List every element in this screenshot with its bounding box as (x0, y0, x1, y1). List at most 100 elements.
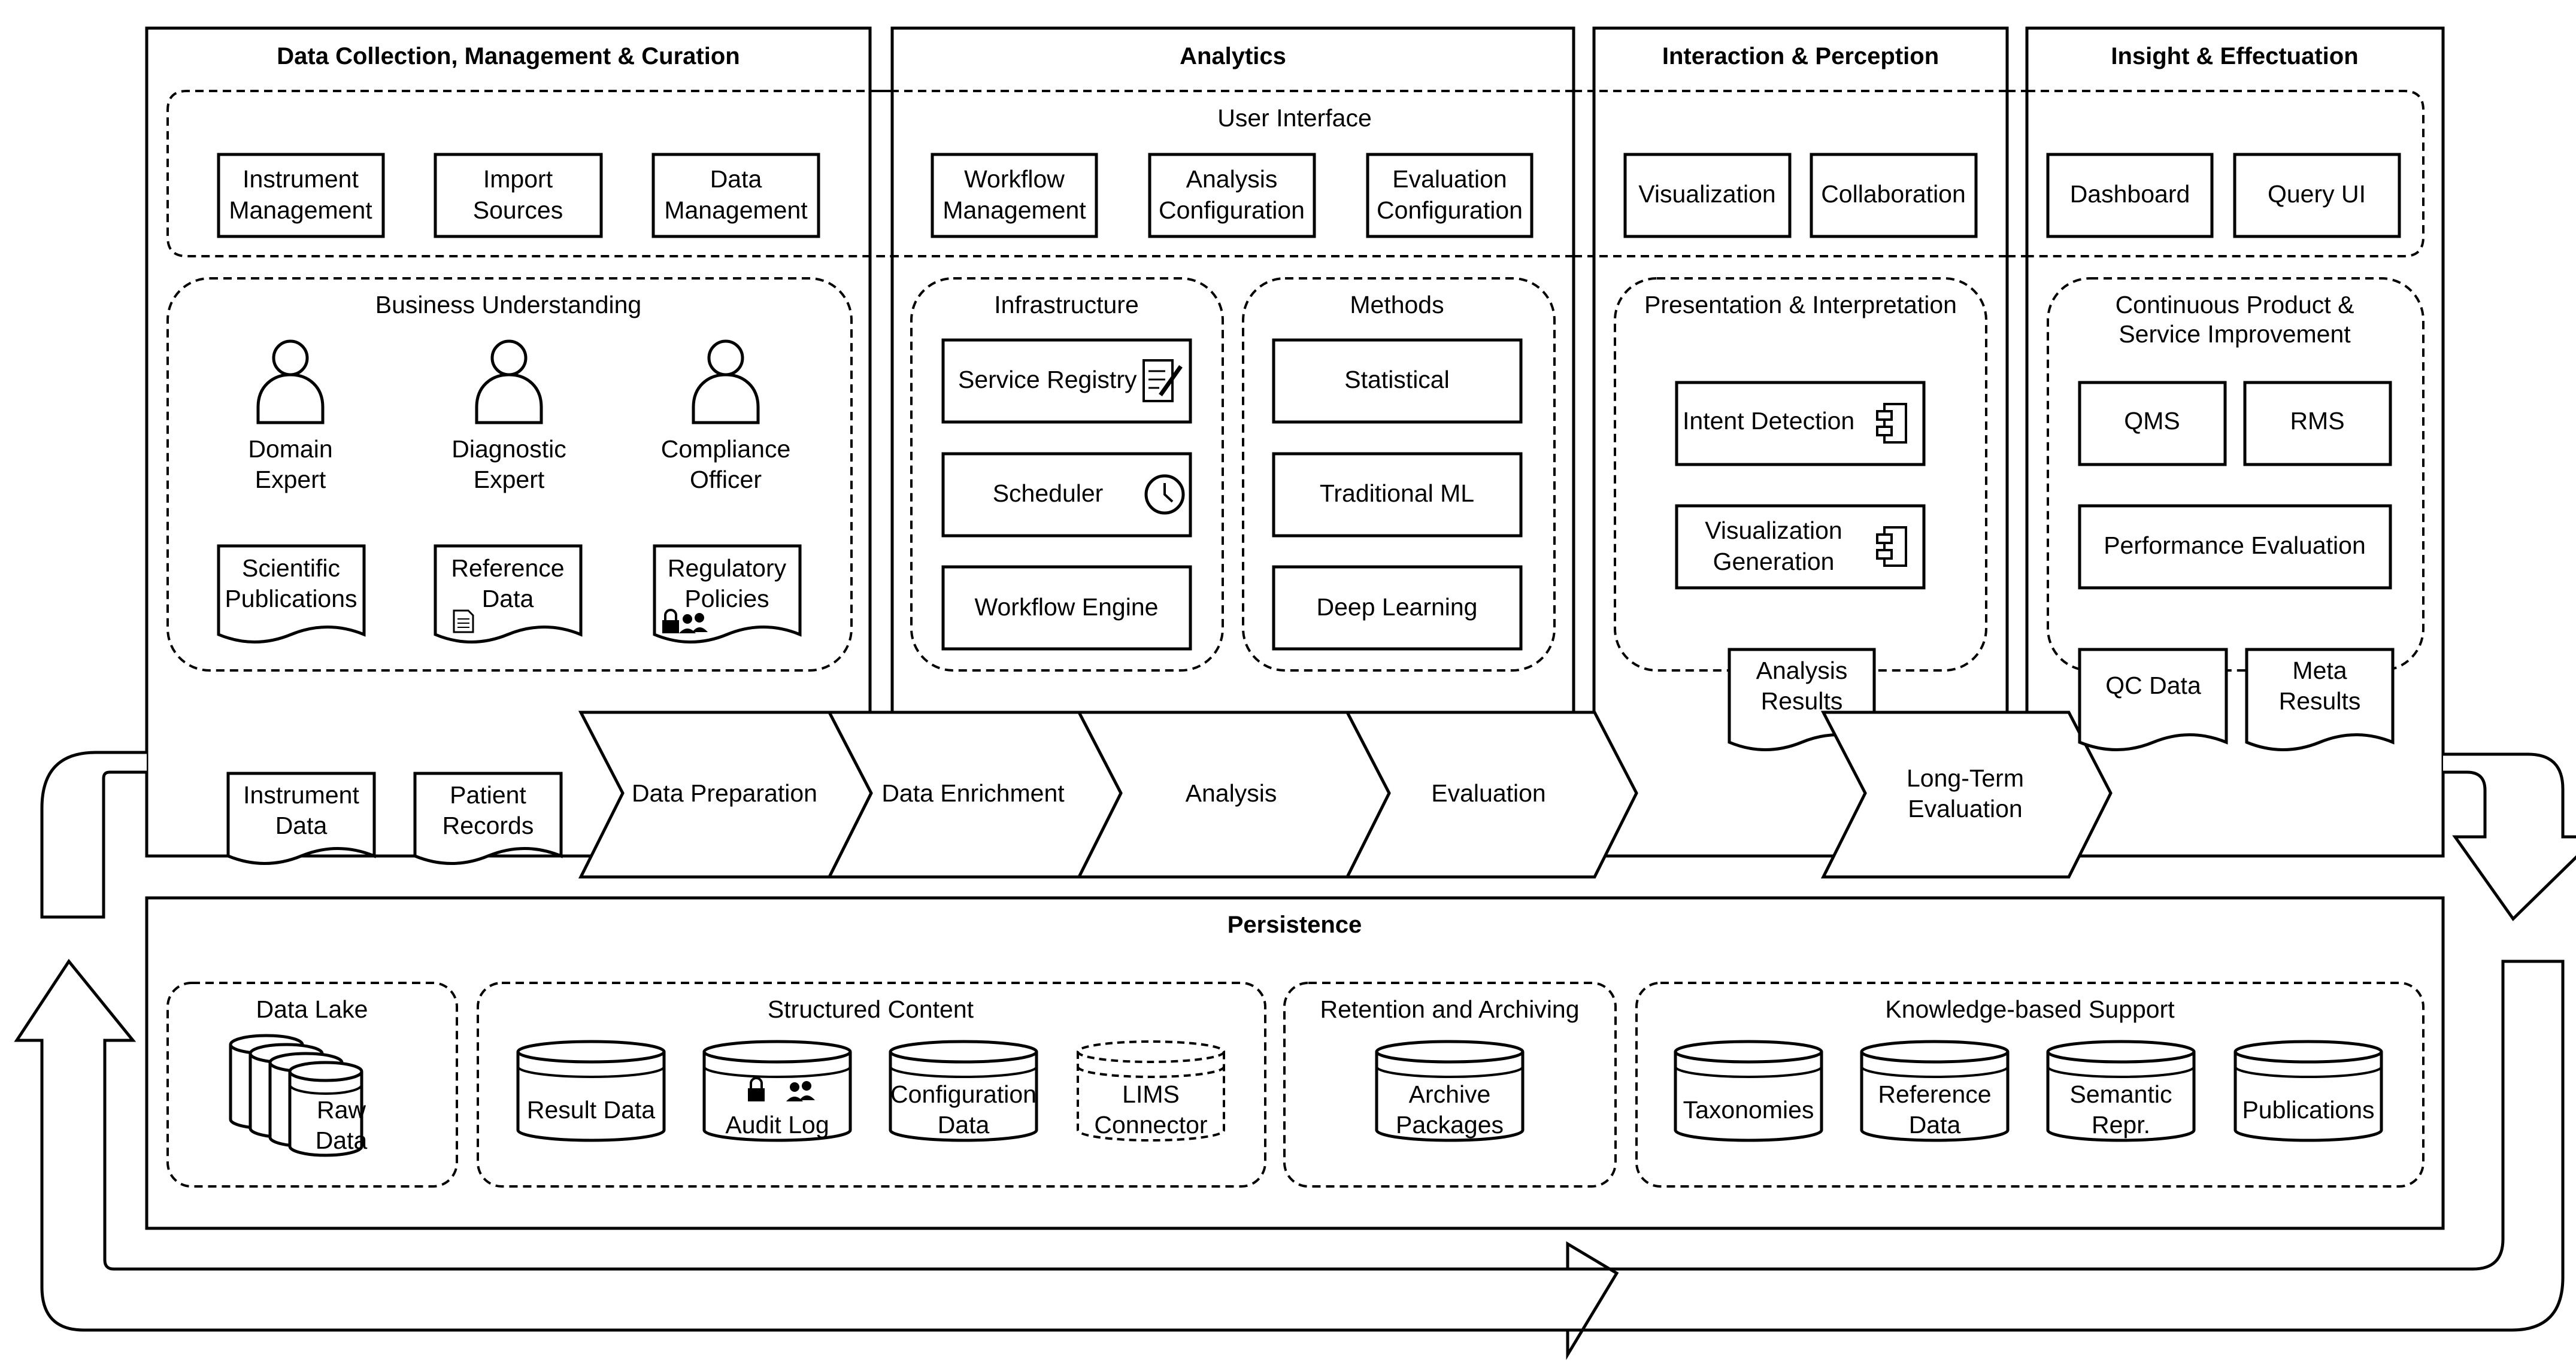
continuous-improvement-group (2047, 277, 2425, 672)
query-ui-label: Query UI (2268, 180, 2366, 208)
domain-expert-person-icon (258, 341, 323, 423)
configuration-data-database (889, 1040, 1038, 1142)
visualization-generation-box (1675, 504, 1926, 590)
result-data-database (516, 1040, 666, 1142)
analysis-configuration-box (1148, 153, 1316, 238)
clock-icon (1144, 474, 1185, 515)
continuous-improvement-title: Continuous Product &Service Improvement (2116, 291, 2354, 348)
lims-connector-database (1077, 1040, 1225, 1142)
scheduler-label: Scheduler (993, 479, 1104, 507)
document-icon (453, 609, 474, 633)
dashboard-box (2046, 153, 2214, 238)
deep-learning-box (1272, 565, 1523, 651)
lane-interaction (1592, 26, 2009, 858)
retention-group (1283, 982, 1617, 1188)
registry-edit-icon (1142, 359, 1183, 402)
business-understanding-group (166, 277, 853, 672)
long-term-evaluation-step (1820, 711, 2113, 879)
visualization-label: Visualization (1638, 180, 1775, 208)
lane-persistence (145, 896, 2445, 1230)
qc-data-doc (2078, 648, 2228, 751)
taxonomies-label: Taxonomies (1683, 1096, 1814, 1124)
lane-data-collection (145, 26, 872, 858)
lane-title-data-collection: Data Collection, Management & Curation (277, 43, 740, 69)
meta-results-doc (2245, 648, 2395, 751)
evaluation-configuration-box (1366, 153, 1534, 238)
instrument-management-box (217, 153, 385, 238)
knowledge-title: Knowledge-based Support (1885, 995, 2175, 1023)
retention-title: Retention and Archiving (1320, 995, 1579, 1023)
data-lake-title: Data Lake (256, 995, 368, 1023)
data-management-box (651, 153, 820, 238)
raw-data-database-stack (229, 1034, 363, 1157)
knowledge-group (1635, 982, 2425, 1188)
traditional-ml-label: Traditional ML (1320, 479, 1474, 507)
lane-title-insight: Insight & Effectuation (2111, 43, 2358, 69)
lane-title-analytics: Analytics (1180, 43, 1286, 69)
publications-label: Publications (2242, 1096, 2374, 1124)
cycle-arrow-left-up (14, 958, 1568, 1332)
service-registry-box (941, 338, 1192, 424)
scientific-publications-doc (217, 544, 366, 643)
rms-box (2243, 381, 2392, 466)
statistical-box (1272, 338, 1523, 424)
service-registry-label: Service Registry (958, 366, 1137, 393)
import-sources-box (434, 153, 603, 238)
traditional-ml-box (1272, 452, 1523, 538)
deep-learning-label: Deep Learning (1317, 593, 1478, 621)
methods-group (1242, 277, 1556, 672)
dashboard-label: Dashboard (2070, 180, 2190, 208)
data-lake-group (166, 982, 458, 1188)
methods-title: Methods (1350, 291, 1444, 318)
infrastructure-group (910, 277, 1224, 672)
instrument-data-doc (226, 772, 376, 865)
qms-box (2078, 381, 2227, 466)
infrastructure-title: Infrastructure (994, 291, 1139, 318)
workflow-management-box (931, 153, 1098, 238)
collaboration-label: Collaboration (1821, 180, 1966, 208)
data-preparation-label: Data Preparation (632, 779, 817, 807)
statistical-label: Statistical (1344, 366, 1449, 393)
collaboration-box (1810, 153, 1978, 238)
rms-label: RMS (2290, 407, 2344, 435)
lane-title-interaction: Interaction & Perception (1662, 43, 1939, 69)
cycle-arrow-right-down (2443, 752, 2576, 921)
qms-label: QMS (2124, 407, 2180, 435)
compliance-officer-person-icon (693, 341, 758, 423)
evaluation-label: Evaluation (1431, 779, 1545, 807)
reference-data-database (1860, 1040, 2010, 1142)
audit-log-database (702, 1040, 852, 1142)
intent-detection-box (1675, 381, 1926, 466)
semantic-repr-database (2046, 1040, 2196, 1142)
archive-packages-database (1375, 1040, 1525, 1142)
lane-insight (2025, 26, 2445, 858)
query-ui-box (2233, 153, 2401, 238)
performance-evaluation-box (2078, 504, 2392, 590)
presentation-title: Presentation & Interpretation (1644, 291, 1957, 318)
data-enrichment-label: Data Enrichment (881, 779, 1065, 807)
analysis-label: Analysis (1186, 779, 1277, 807)
workflow-engine-label: Workflow Engine (975, 593, 1159, 621)
taxonomies-database (1674, 1040, 1823, 1142)
publications-database (2233, 1040, 2383, 1142)
intent-detection-label: Intent Detection (1683, 407, 1854, 435)
performance-evaluation-label: Performance Evaluation (2104, 532, 2366, 559)
